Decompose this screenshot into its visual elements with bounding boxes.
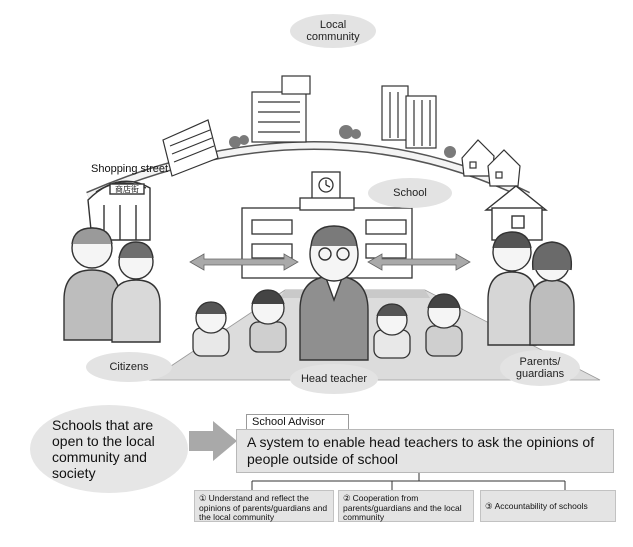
label-head-teacher: Head teacher (290, 364, 378, 394)
label-local-community: Local community (290, 14, 376, 48)
label-shopping-street: Shopping street (91, 163, 169, 175)
item-text: Accountability of schools (494, 501, 588, 511)
school-advisor-box: A system to enable head teachers to ask … (236, 429, 614, 473)
shopping-street-arcade: 商店街 (87, 180, 151, 241)
item-number: ③ (485, 501, 493, 511)
open-schools-bubble: Schools that are open to the local commu… (30, 405, 188, 493)
item-number: ② (343, 493, 351, 503)
double-arrow-right (367, 253, 471, 271)
label-school: School (368, 178, 452, 208)
open-schools-text: Schools that are open to the local commu… (52, 417, 155, 481)
item-text: Understand and reflect the opinions of p… (199, 493, 328, 522)
label-parents-guardians: Parents/ guardians (500, 350, 580, 386)
city-buildings (162, 75, 521, 187)
school-advisor-description: A system to enable head teachers to ask … (247, 434, 595, 467)
parents-figures (487, 231, 575, 346)
right-arrow-icon (189, 421, 237, 461)
item-number: ① (199, 493, 207, 503)
double-arrow-left (189, 253, 299, 271)
trees-on-arc (229, 125, 456, 158)
label-citizens: Citizens (86, 352, 172, 382)
children-figures (192, 289, 463, 359)
school-advisor-tag: School Advisor (246, 414, 349, 430)
school-building (241, 171, 413, 279)
shop-sign-text: 商店街 (115, 184, 139, 194)
citizens-figures (63, 227, 161, 343)
item-text: Cooperation from parents/guardians and t… (343, 493, 462, 522)
community-illustration: 商店街 (63, 75, 601, 381)
head-teacher-figure (299, 225, 369, 361)
